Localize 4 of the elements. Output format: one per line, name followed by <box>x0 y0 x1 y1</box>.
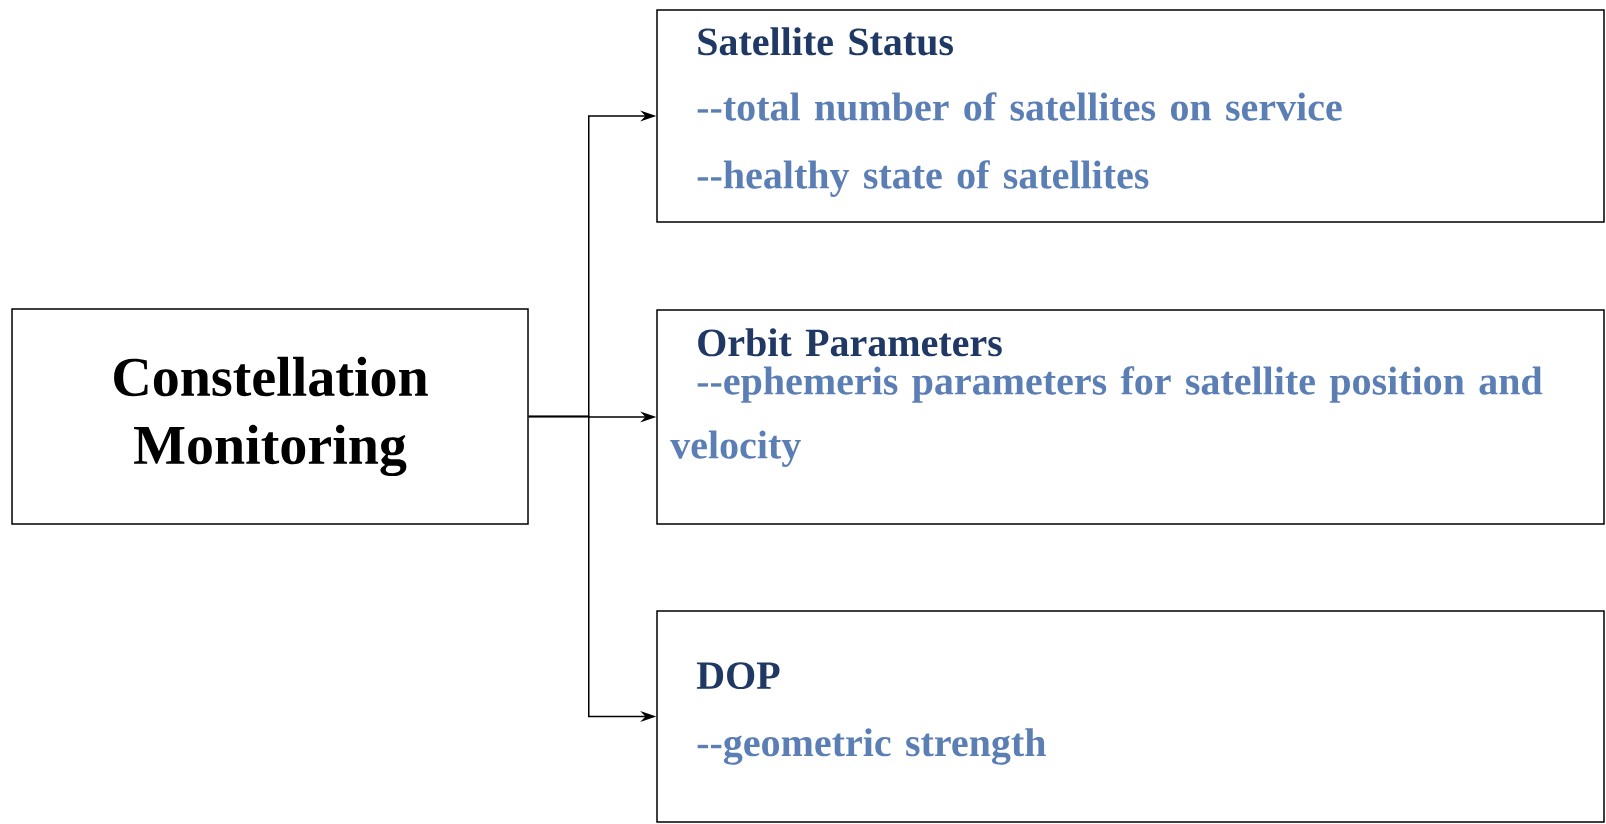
main-box: Constellation Monitoring <box>11 308 529 525</box>
info-box: Satellite Status --total number of satellites on service --healthy state of satellites <box>656 9 1605 223</box>
info-box: DOP --geometric strength <box>656 610 1605 823</box>
info-box: Orbit Parameters --ephemeris parameters for satellite position and velocity <box>656 309 1605 525</box>
